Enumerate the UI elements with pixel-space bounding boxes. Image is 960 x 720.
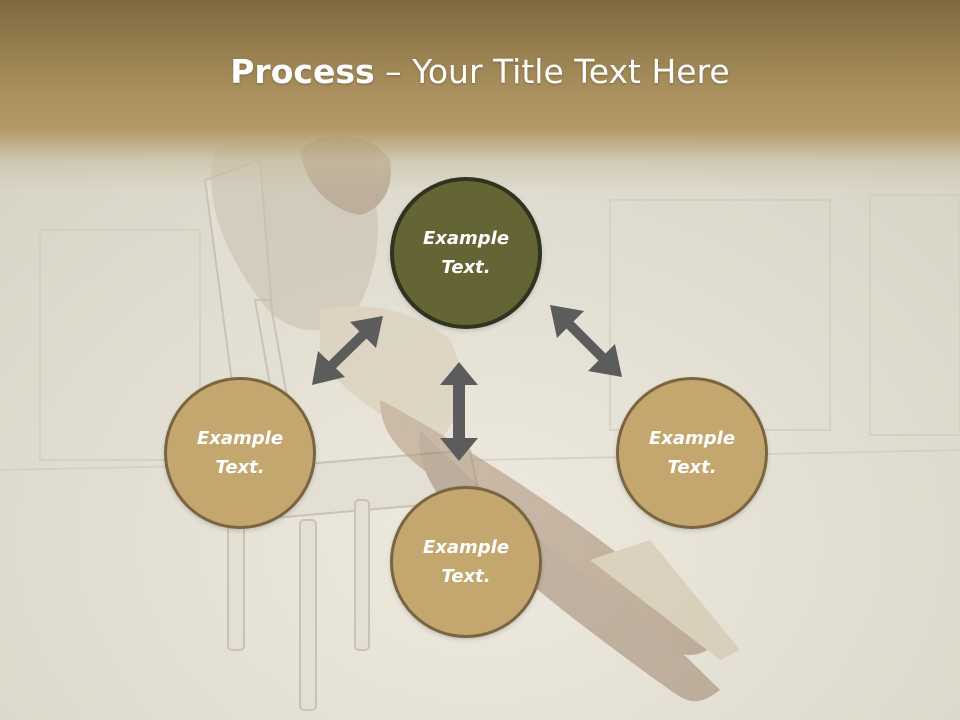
node-bottom-line1: Example (422, 537, 510, 558)
slide-title: Process – Your Title Text Here (0, 52, 960, 91)
node-top-text: Example Text. (411, 224, 521, 282)
node-right-text: Example Text. (637, 424, 747, 482)
arrow-top-to-bottom (440, 362, 478, 461)
node-bottom-line2: Text. (441, 566, 491, 587)
node-right-line1: Example (648, 428, 736, 449)
node-right-line2: Text. (667, 457, 717, 478)
node-left-line1: Example (196, 428, 284, 449)
process-node-left: Example Text. (164, 377, 316, 529)
node-left-text: Example Text. (185, 424, 295, 482)
process-node-right: Example Text. (616, 377, 768, 529)
title-rest: – Your Title Text Here (374, 52, 730, 91)
node-top-line2: Text. (441, 257, 491, 278)
node-bottom-text: Example Text. (411, 533, 521, 591)
arrow-top-to-left (312, 316, 383, 385)
process-node-top: Example Text. (390, 177, 542, 329)
arrow-top-to-right (550, 305, 622, 377)
process-node-bottom: Example Text. (390, 486, 542, 638)
node-left-line2: Text. (215, 457, 265, 478)
header-band (0, 0, 960, 190)
title-bold: Process (230, 52, 375, 91)
node-top-line1: Example (422, 228, 510, 249)
